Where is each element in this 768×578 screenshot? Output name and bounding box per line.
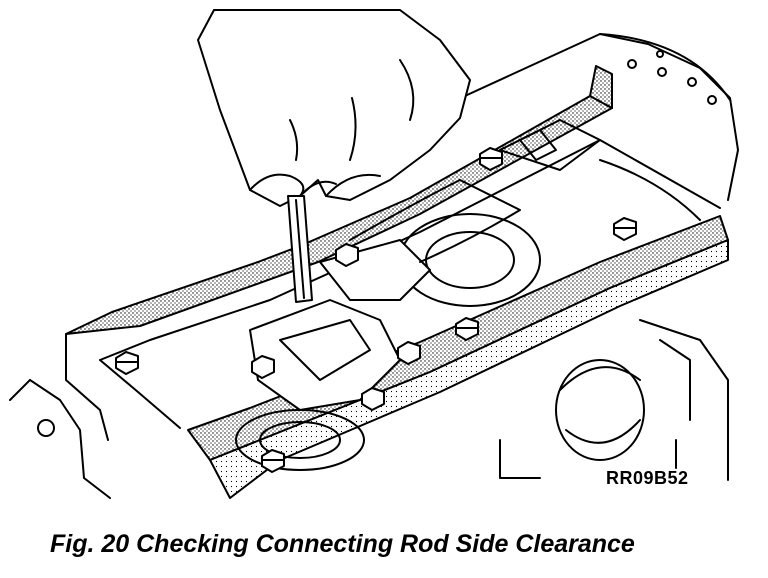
bolt-5 — [479, 147, 503, 171]
bolt-9 — [335, 243, 359, 267]
figure-reference-code: RR09B52 — [606, 468, 689, 488]
crank-journal-right — [555, 359, 645, 461]
bolt-6 — [397, 341, 421, 365]
block-rail-right — [589, 65, 613, 109]
bolt-2 — [261, 449, 285, 473]
rear-flange — [599, 33, 731, 101]
bolt-7 — [361, 387, 385, 411]
bolt-4 — [613, 217, 637, 241]
bolt-8 — [251, 355, 275, 379]
figure-caption: Fig. 20 Checking Connecting Rod Side Cle… — [50, 530, 635, 558]
hand — [197, 9, 471, 207]
left-port — [37, 419, 55, 437]
bolt-3 — [455, 317, 479, 341]
rod-cap-front — [249, 299, 401, 411]
bolt-1 — [115, 351, 139, 375]
